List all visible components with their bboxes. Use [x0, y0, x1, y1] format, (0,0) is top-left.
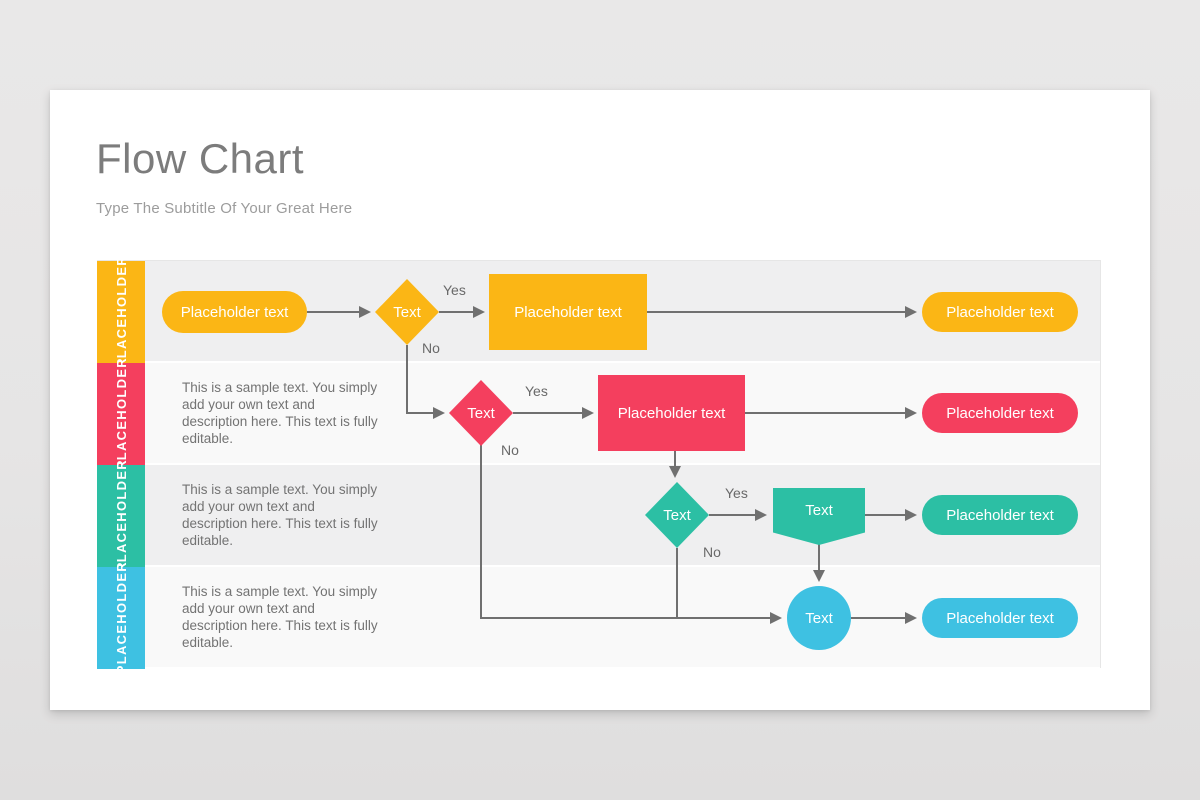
row-side-bar: PLACEHOLDER [97, 255, 145, 369]
row-side-label: PLACEHOLDER [113, 255, 129, 369]
yes-label: Yes [443, 282, 466, 298]
result-pill: Placeholder text [922, 598, 1078, 638]
result-pill: Placeholder text [922, 292, 1078, 332]
result-pill: Placeholder text [922, 495, 1078, 535]
process-box: Placeholder text [598, 375, 745, 451]
presentation-slide: Flow Chart Type The Subtitle Of Your Gre… [50, 90, 1150, 710]
start-pill: Placeholder text [162, 291, 307, 333]
row-description: This is a sample text. You simply add yo… [182, 380, 378, 446]
banner-shape: Text [773, 488, 865, 545]
result-pill: Placeholder text [922, 393, 1078, 433]
row-description: This is a sample text. You simply add yo… [182, 584, 378, 650]
row-side-bar: PLACEHOLDER [97, 459, 145, 573]
yes-label: Yes [725, 485, 748, 501]
page-subtitle: Type The Subtitle Of Your Great Here [96, 200, 353, 217]
row-side-label: PLACEHOLDER [113, 357, 129, 471]
terminal-circle: Text [787, 586, 851, 650]
yes-label: Yes [525, 383, 548, 399]
row-side-label: PLACEHOLDER [113, 561, 129, 675]
flowchart: PLACEHOLDER PLACEHOLDER This is a sample… [97, 255, 1101, 675]
row-description: This is a sample text. You simply add yo… [182, 482, 378, 548]
row-side-label: PLACEHOLDER [113, 459, 129, 573]
no-label: No [422, 340, 440, 356]
page-title: Flow Chart [96, 135, 305, 182]
row-side-bar: PLACEHOLDER [97, 561, 145, 675]
no-label: No [703, 544, 721, 560]
no-label: No [501, 442, 519, 458]
row-side-bar: PLACEHOLDER [97, 357, 145, 471]
process-box: Placeholder text [489, 274, 647, 350]
